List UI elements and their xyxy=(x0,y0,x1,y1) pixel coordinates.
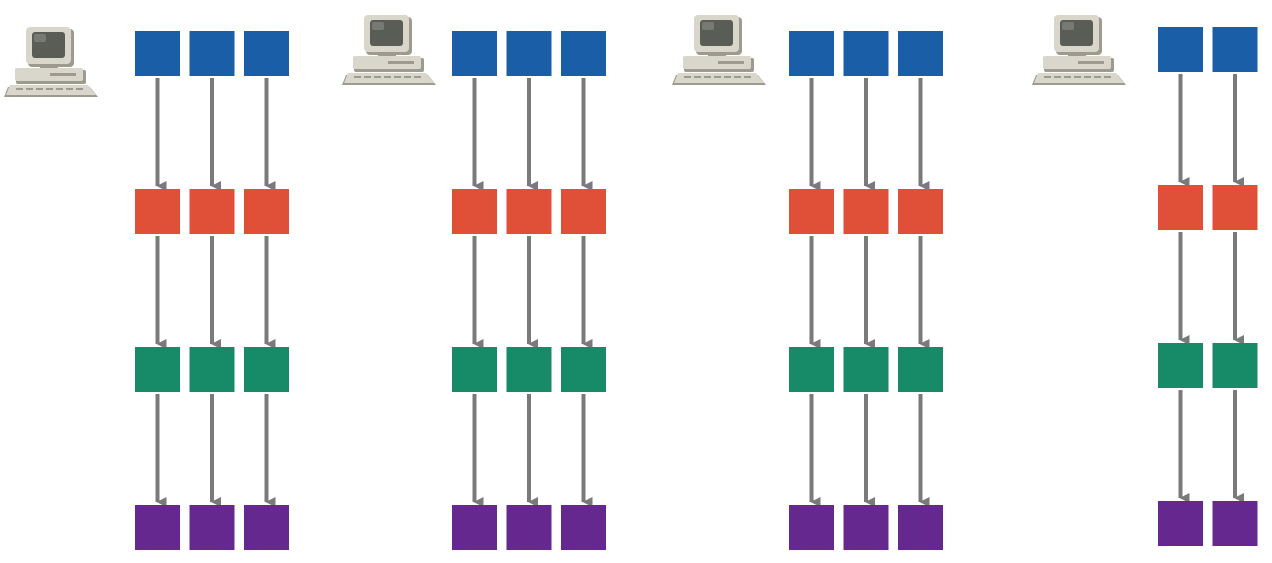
stage-1-box xyxy=(244,31,289,76)
computer-icon xyxy=(342,15,436,85)
stage-1-box xyxy=(506,31,552,76)
stage-2-box xyxy=(452,189,497,234)
stage-3-box xyxy=(561,347,606,392)
stage-1-box xyxy=(561,31,606,76)
stage-1-box xyxy=(135,31,180,76)
stage-2-box xyxy=(189,189,235,234)
stage-3-box xyxy=(1212,343,1258,388)
pipeline-group-3 xyxy=(672,15,943,550)
computer-icon xyxy=(1032,15,1126,85)
computer-icon xyxy=(4,27,98,97)
stage-4-box xyxy=(843,505,889,550)
stage-4-box xyxy=(561,505,606,550)
stage-1-box xyxy=(189,31,235,76)
stage-4-box xyxy=(506,505,552,550)
stage-3-box xyxy=(1158,343,1203,388)
stage-4-box xyxy=(135,505,180,550)
pipeline-group-2 xyxy=(342,15,606,550)
stage-2-box xyxy=(1212,185,1258,230)
stage-4-box xyxy=(789,505,834,550)
stage-2-box xyxy=(135,189,180,234)
stage-3-box xyxy=(789,347,834,392)
stage-3-box xyxy=(189,347,235,392)
stage-2-box xyxy=(244,189,289,234)
stage-1-box xyxy=(1158,27,1203,72)
computer-icon xyxy=(672,15,766,85)
stage-2-box xyxy=(506,189,552,234)
stage-1-box xyxy=(789,31,834,76)
stage-4-box xyxy=(244,505,289,550)
pipeline-group-4 xyxy=(1032,15,1258,546)
stage-1-box xyxy=(843,31,889,76)
stage-3-box xyxy=(898,347,943,392)
stage-4-box xyxy=(189,505,235,550)
stage-2-box xyxy=(1158,185,1203,230)
stage-4-box xyxy=(1158,501,1203,546)
stage-3-box xyxy=(452,347,497,392)
pipeline-group-1 xyxy=(4,27,289,550)
stage-2-box xyxy=(561,189,606,234)
stage-3-box xyxy=(843,347,889,392)
stage-4-box xyxy=(898,505,943,550)
stage-2-box xyxy=(843,189,889,234)
stage-1-box xyxy=(898,31,943,76)
stage-2-box xyxy=(898,189,943,234)
stage-2-box xyxy=(789,189,834,234)
stage-4-box xyxy=(1212,501,1258,546)
stage-3-box xyxy=(135,347,180,392)
stage-3-box xyxy=(506,347,552,392)
stage-1-box xyxy=(452,31,497,76)
stage-3-box xyxy=(244,347,289,392)
stage-4-box xyxy=(452,505,497,550)
stage-1-box xyxy=(1212,27,1258,72)
